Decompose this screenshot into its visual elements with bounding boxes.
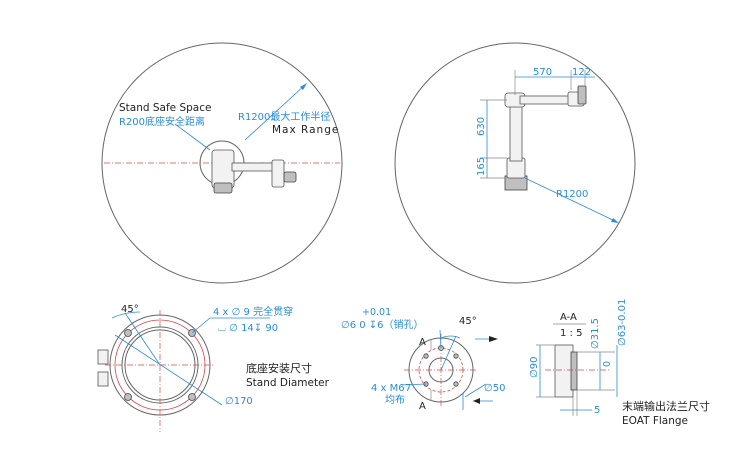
max-range-circle [101, 42, 343, 284]
flange-tolerance: +0.01 [362, 307, 391, 318]
max-range-leader [244, 84, 306, 141]
dim-165: 165 [476, 157, 487, 176]
flange-front-view: A A +0.01 ∅6 0 ↧6（销孔） 45° ∅50 4 x M6 7 均… [341, 307, 505, 412]
section-scale: 1 : 5 [560, 328, 582, 339]
section-d90: ∅90 [529, 357, 540, 378]
max-range-label-en: Max Range [272, 124, 339, 136]
radius-arrow [611, 218, 619, 223]
dim-570: 570 [533, 67, 552, 78]
dim-630: 630 [476, 117, 487, 136]
base-mount-view: 45° 4 x ∅ 9 完全贯穿 ⌴ ∅ 14↧ 90 ∅170 底座安装尺寸 … [97, 304, 330, 432]
base-counterbore-callout: ⌴ ∅ 14↧ 90 [218, 323, 278, 334]
section-label: A-A [560, 312, 577, 323]
dim-r1200: R1200 [556, 189, 588, 200]
base-angle: 45° [121, 304, 139, 315]
base-title-cn: 底座安装尺寸 [246, 361, 312, 375]
flange-thread-even: 均布 [385, 394, 405, 406]
stand-safe-leader [174, 123, 211, 151]
flange-thread-suffix: 7 [405, 383, 411, 394]
radius-leader [524, 177, 618, 223]
section-title-cn: 末端输出法兰尺寸 [622, 399, 710, 413]
flange-thread: 4 x M6 [371, 383, 405, 394]
section-d63: ∅63-0.01 [617, 299, 628, 346]
flange-section-view: A-A 1 : 5 ∅90 ∅31.5 0 ∅63-0.01 5 末端输出法兰尺… [529, 299, 710, 427]
section-dim-5: 5 [594, 405, 600, 416]
robot-top-view [211, 149, 297, 194]
base-holes-callout: 4 x ∅ 9 完全贯穿 [213, 305, 293, 318]
flange-diameter: ∅50 [484, 383, 505, 394]
max-range-arrow [300, 83, 307, 90]
dim-122: 122 [572, 67, 591, 78]
section-title-en: EOAT Flange [622, 415, 688, 427]
section-d31-tol: 0 [602, 361, 613, 367]
max-range-label-cn: R1200最大工作半径 [238, 110, 330, 123]
flange-angle: 45° [459, 316, 477, 327]
robot-side-view [504, 85, 587, 191]
flange-pin-hole: ∅6 0 ↧6（销孔） [341, 318, 424, 331]
stand-safe-label-cn: R200底座安全距离 [119, 115, 205, 128]
section-mark-top: A [419, 337, 426, 348]
section-mark-bottom: A [419, 401, 426, 412]
section-d31: ∅31.5 [590, 318, 601, 349]
base-diameter: ∅170 [225, 396, 253, 407]
side-view-range: 570 122 630 165 R1200 [394, 42, 636, 284]
top-view-range: Stand Safe Space R200底座安全距离 R1200最大工作半径 … [101, 42, 343, 284]
side-range-circle [394, 42, 636, 284]
stand-safe-label-en: Stand Safe Space [119, 102, 211, 114]
base-title-en: Stand Diameter [246, 377, 330, 389]
